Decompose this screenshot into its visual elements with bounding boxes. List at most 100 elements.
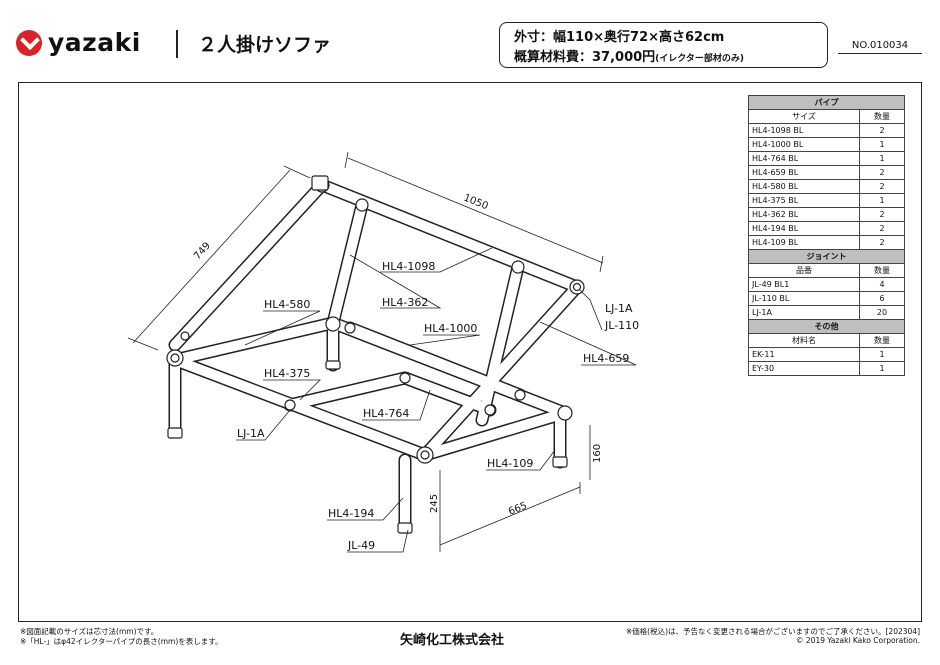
company-name: 矢崎化工株式会社	[400, 633, 505, 648]
label-hl4-764: HL4-764	[363, 407, 409, 420]
section-title: その他	[748, 319, 905, 334]
copyright: © 2019 Yazaki Kako Corporation.	[796, 636, 920, 645]
label-jl-49: JL-49	[347, 539, 375, 552]
dim-245: 245	[429, 494, 440, 513]
part-qty: 1	[859, 193, 905, 208]
footnote-size: ※図面記載のサイズは芯寸法(mm)です。	[20, 627, 159, 636]
label-hl4-194: HL4-194	[328, 507, 374, 520]
price-note: (イレクター部材のみ)	[655, 54, 745, 64]
spec-box: 外寸：幅110×奥行72×高さ62cm 概算材料費：37,000円(イレクター部…	[499, 22, 828, 68]
header-row: 材料名数量	[748, 333, 905, 348]
column-qty: 数量	[859, 263, 905, 278]
price-spec: 概算材料費：37,000円(イレクター部材のみ)	[514, 46, 744, 65]
part-name: HL4-659 BL	[748, 165, 860, 180]
part-name: JL-49 BL1	[748, 277, 860, 292]
drawing-frame	[18, 82, 922, 622]
size-spec: 外寸：幅110×奥行72×高さ62cm	[514, 30, 725, 45]
pipe-frame	[168, 178, 584, 534]
label-hl4-1098: HL4-1098	[382, 260, 435, 273]
part-name: HL4-109 BL	[748, 235, 860, 250]
label-hl4-1000: HL4-1000	[424, 322, 477, 335]
part-name: HL4-362 BL	[748, 207, 860, 222]
label-hl4-659: HL4-659	[583, 352, 629, 365]
part-name: HL4-1000 BL	[748, 137, 860, 152]
part-name: EK-11	[748, 347, 860, 362]
column-name: 品番	[748, 263, 860, 278]
part-qty: 20	[859, 305, 905, 320]
part-qty: 2	[859, 235, 905, 250]
price-label: 概算材料費：37,000円	[514, 50, 656, 65]
label-hl4-375: HL4-375	[264, 367, 310, 380]
header-row: 品番数量	[748, 263, 905, 278]
column-qty: 数量	[859, 109, 905, 124]
leader-lines	[236, 247, 637, 553]
dimension-texts: 1050 749 665 245 160	[192, 193, 603, 518]
part-name: LJ-1A	[748, 305, 860, 320]
section-row: パイプ	[748, 95, 905, 110]
label-hl4-362: HL4-362	[382, 296, 428, 309]
part-qty: 1	[859, 347, 905, 362]
dim-665: 665	[507, 500, 529, 517]
page-title: ２人掛けソファ	[198, 34, 332, 56]
label-hl4-580: HL4-580	[264, 298, 310, 311]
part-name: HL4-1098 BL	[748, 123, 860, 138]
yazaki-logo-icon	[16, 29, 42, 56]
part-labels: HL4-1098 HL4-362 HL4-580 HL4-1000 LJ-1A …	[237, 260, 639, 552]
part-name: HL4-194 BL	[748, 221, 860, 236]
footnote-price: ※価格(税込)は、予告なく変更される場合がございますのでご了承ください。[202…	[625, 627, 920, 636]
joints	[166, 175, 585, 464]
section-title: ジョイント	[748, 249, 905, 264]
section-row: ジョイント	[748, 249, 905, 264]
part-qty: 2	[859, 221, 905, 236]
part-qty: 2	[859, 123, 905, 138]
label-lj-1a-top: LJ-1A	[605, 302, 633, 315]
part-qty: 1	[859, 151, 905, 166]
leg-caps	[167, 360, 568, 534]
dim-1050: 1050	[462, 193, 490, 213]
part-qty: 2	[859, 179, 905, 194]
part-qty: 1	[859, 137, 905, 152]
title-divider	[176, 30, 178, 58]
part-qty: 2	[859, 165, 905, 180]
column-qty: 数量	[859, 333, 905, 348]
section-row: その他	[748, 319, 905, 334]
brand-name: yazaki	[48, 28, 141, 57]
part-name: HL4-764 BL	[748, 151, 860, 166]
part-name: JL-110 BL	[748, 291, 860, 306]
part-qty: 1	[859, 361, 905, 376]
part-qty: 2	[859, 207, 905, 222]
header-row: サイズ数量	[748, 109, 905, 124]
column-name: サイズ	[748, 109, 860, 124]
part-qty: 6	[859, 291, 905, 306]
part-name: EY-30	[748, 361, 860, 376]
column-name: 材料名	[748, 333, 860, 348]
part-name: HL4-375 BL	[748, 193, 860, 208]
brand-logo: yazaki	[16, 28, 141, 57]
label-jl-110: JL-110	[604, 319, 639, 332]
part-qty: 4	[859, 277, 905, 292]
part-name: HL4-580 BL	[748, 179, 860, 194]
section-title: パイプ	[748, 95, 905, 110]
footnote-hl: ※「HL-」はφ42イレクターパイプの長さ(mm)を表します。	[20, 637, 223, 646]
label-lj-1a-left: LJ-1A	[237, 427, 265, 440]
dimension-lines	[127, 151, 604, 552]
dim-160: 160	[592, 444, 603, 463]
document-number: NO.010034	[838, 40, 922, 54]
label-hl4-109: HL4-109	[487, 457, 533, 470]
